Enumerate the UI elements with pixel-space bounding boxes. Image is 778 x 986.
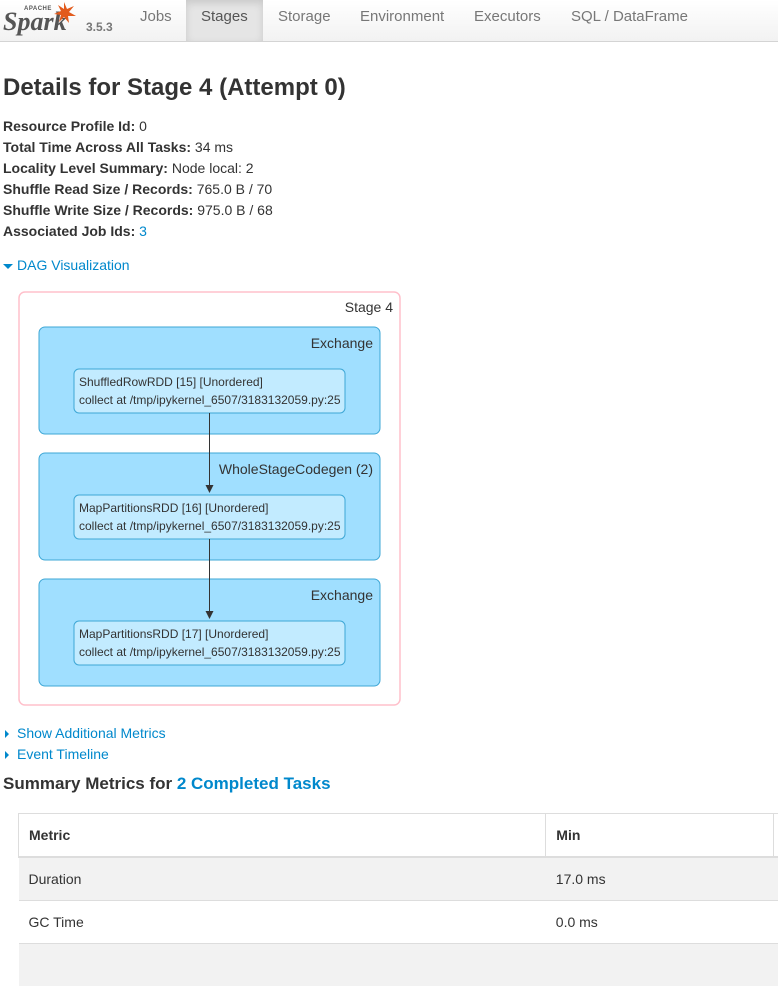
nav-jobs[interactable]: Jobs bbox=[125, 0, 187, 41]
nav-storage[interactable]: Storage bbox=[263, 0, 346, 41]
detail-label: Total Time Across All Tasks: bbox=[3, 139, 191, 155]
summary-metrics-table: Metric Min Duration 17.0 ms GC Time 0.0 … bbox=[18, 813, 778, 986]
caret-down-icon bbox=[3, 264, 13, 269]
metric-name: Duration bbox=[19, 857, 546, 901]
node-line1: MapPartitionsRDD [17] [Unordered] bbox=[79, 627, 268, 641]
detail-label: Shuffle Read Size / Records: bbox=[3, 181, 193, 197]
detail-value: 975.0 B / 68 bbox=[197, 202, 273, 218]
detail-resource-profile: Resource Profile Id: 0 bbox=[3, 116, 273, 137]
completed-tasks-link[interactable]: 2 Completed Tasks bbox=[177, 774, 331, 793]
metric-min: 17.0 ms bbox=[546, 857, 774, 901]
column-header-metric[interactable]: Metric bbox=[19, 814, 546, 858]
spark-logo-icon: APACHE Spark bbox=[3, 2, 76, 36]
node-line2: collect at /tmp/ipykernel_6507/318313205… bbox=[79, 645, 341, 659]
detail-shuffle-read: Shuffle Read Size / Records: 765.0 B / 7… bbox=[3, 179, 273, 200]
detail-label: Associated Job Ids: bbox=[3, 223, 135, 239]
dag-visualization-toggle[interactable]: DAG Visualization bbox=[3, 257, 130, 273]
metric-name bbox=[19, 944, 546, 986]
metric-next bbox=[773, 901, 778, 944]
detail-job-ids: Associated Job Ids: 3 bbox=[3, 221, 273, 242]
detail-value: 0 bbox=[139, 118, 147, 134]
summary-heading: Summary Metrics for 2 Completed Tasks bbox=[3, 774, 331, 794]
table-row: Duration 17.0 ms bbox=[19, 857, 778, 901]
column-header-min[interactable]: Min bbox=[546, 814, 774, 858]
stage-details: Resource Profile Id: 0 Total Time Across… bbox=[3, 116, 273, 242]
detail-label: Resource Profile Id: bbox=[3, 118, 135, 134]
detail-value: Node local: 2 bbox=[172, 160, 254, 176]
table-row bbox=[19, 944, 778, 986]
summary-prefix: Summary Metrics for bbox=[3, 774, 177, 793]
node-line2: collect at /tmp/ipykernel_6507/318313205… bbox=[79, 393, 341, 407]
detail-value: 34 ms bbox=[195, 139, 233, 155]
detail-value: 765.0 B / 70 bbox=[197, 181, 273, 197]
cluster-label: Exchange bbox=[311, 335, 373, 351]
detail-label: Locality Level Summary: bbox=[3, 160, 168, 176]
node-line1: ShuffledRowRDD [15] [Unordered] bbox=[79, 375, 263, 389]
table-header-row: Metric Min bbox=[19, 814, 778, 858]
metric-min: 0.0 ms bbox=[546, 901, 774, 944]
column-header-next[interactable] bbox=[773, 814, 778, 858]
detail-total-time: Total Time Across All Tasks: 34 ms bbox=[3, 137, 273, 158]
nav-environment[interactable]: Environment bbox=[345, 0, 459, 41]
detail-locality: Locality Level Summary: Node local: 2 bbox=[3, 158, 273, 179]
toggle-label: Show Additional Metrics bbox=[17, 725, 166, 741]
detail-shuffle-write: Shuffle Write Size / Records: 975.0 B / … bbox=[3, 200, 273, 221]
metric-name: GC Time bbox=[19, 901, 546, 944]
toggle-label: Event Timeline bbox=[17, 746, 109, 762]
page-title: Details for Stage 4 (Attempt 0) bbox=[3, 74, 346, 102]
spark-version: 3.5.3 bbox=[86, 20, 113, 34]
top-navbar: APACHE Spark 3.5.3 Jobs Stages Storage E… bbox=[0, 0, 778, 42]
node-line2: collect at /tmp/ipykernel_6507/318313205… bbox=[79, 519, 341, 533]
job-id-link[interactable]: 3 bbox=[139, 223, 147, 239]
nav-stages[interactable]: Stages bbox=[186, 0, 263, 41]
cluster-label: WholeStageCodegen (2) bbox=[219, 461, 373, 477]
nav-sql-dataframe[interactable]: SQL / DataFrame bbox=[556, 0, 703, 41]
table-row: GC Time 0.0 ms bbox=[19, 901, 778, 944]
additional-metrics-toggle[interactable]: Show Additional Metrics bbox=[3, 725, 166, 741]
caret-right-icon bbox=[5, 751, 9, 759]
stage-label: Stage 4 bbox=[345, 299, 393, 315]
svg-text:Spark: Spark bbox=[3, 7, 67, 36]
toggle-label: DAG Visualization bbox=[17, 257, 130, 273]
detail-label: Shuffle Write Size / Records: bbox=[3, 202, 193, 218]
spark-logo[interactable]: APACHE Spark 3.5.3 bbox=[2, 0, 112, 40]
event-timeline-toggle[interactable]: Event Timeline bbox=[3, 746, 109, 762]
nav-executors[interactable]: Executors bbox=[459, 0, 556, 41]
cluster-label: Exchange bbox=[311, 587, 373, 603]
dag-graph: Stage 4 Exchange ShuffledRowRDD [15] [Un… bbox=[18, 291, 402, 708]
metric-next bbox=[773, 857, 778, 901]
metric-next bbox=[773, 944, 778, 986]
metric-min bbox=[546, 944, 774, 986]
node-line1: MapPartitionsRDD [16] [Unordered] bbox=[79, 501, 268, 515]
caret-right-icon bbox=[5, 730, 9, 738]
